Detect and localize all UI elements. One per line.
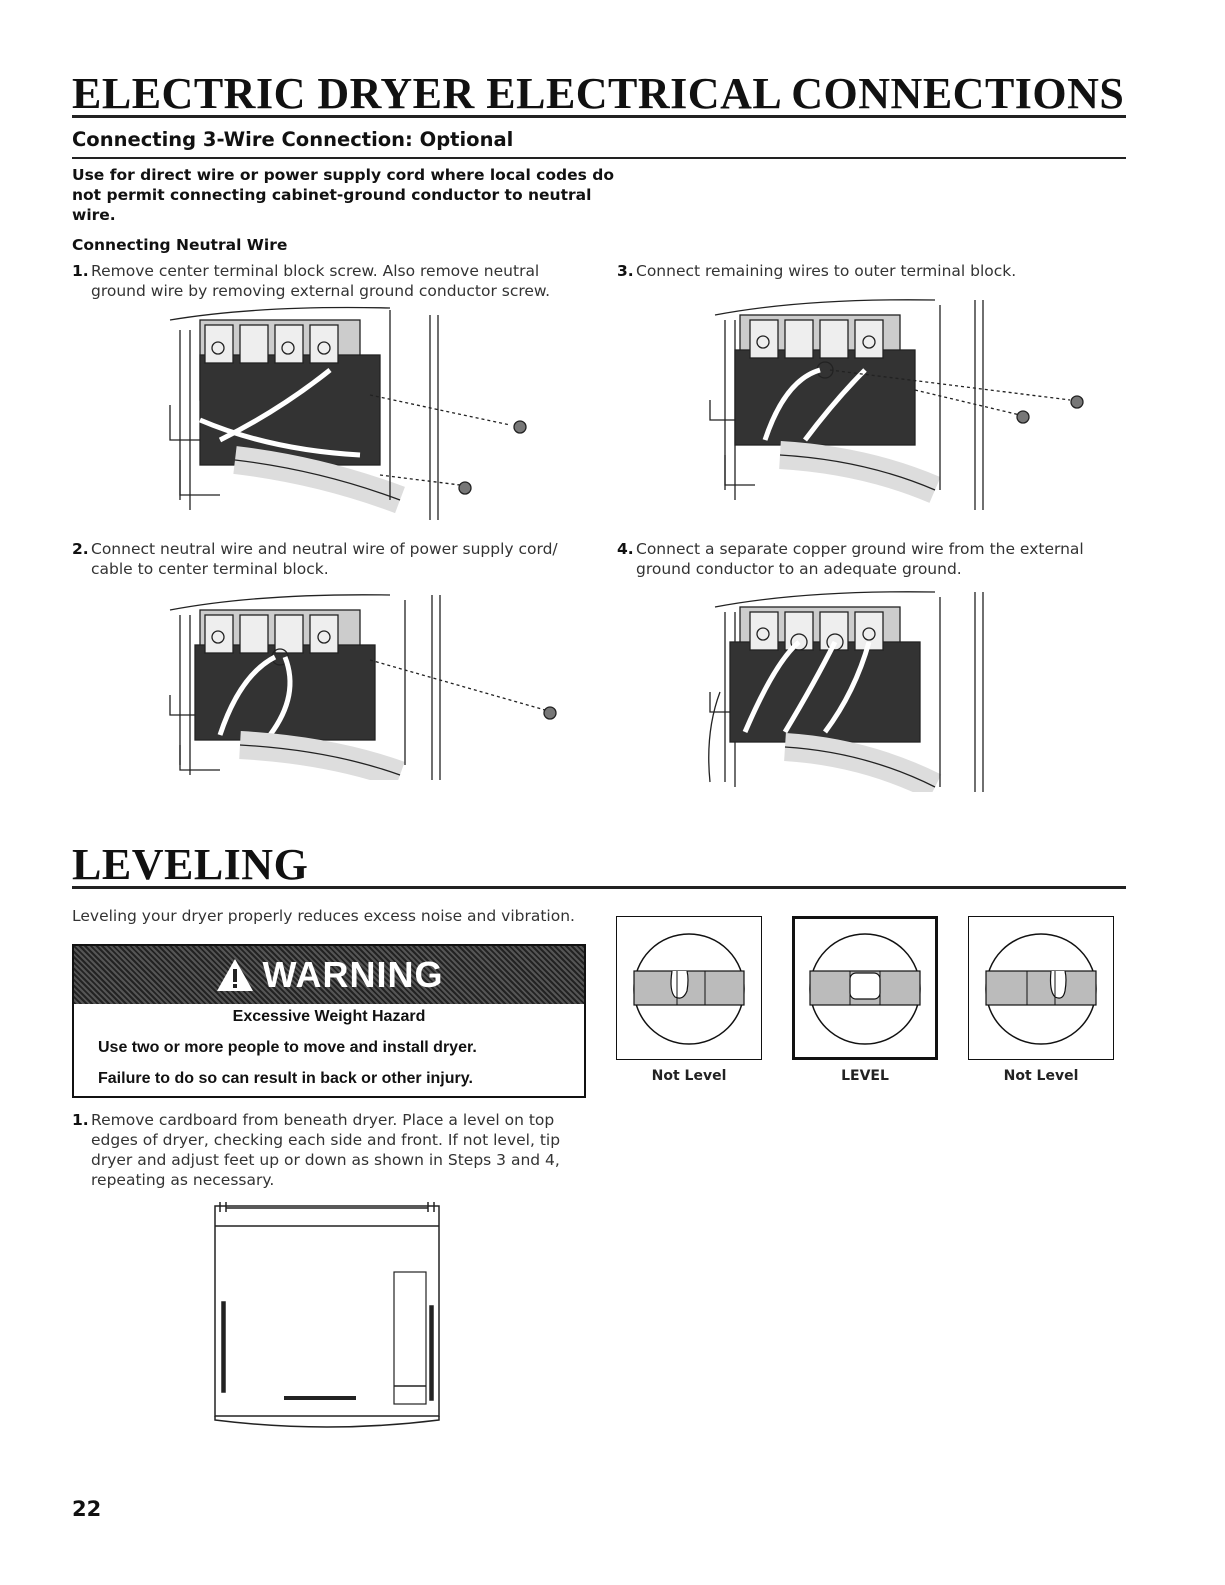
step-number: 3. — [617, 262, 634, 280]
level-caption-left: Not Level — [651, 1068, 727, 1084]
dryer-illustration — [214, 1202, 440, 1428]
terminal-block-illustration-step-1 — [169, 306, 527, 520]
section-title-leveling: LEVELING — [72, 840, 309, 889]
level-indicator-level — [792, 916, 938, 1060]
warning-title: WARNING — [262, 954, 444, 995]
section-subtitle: Connecting 3-Wire Connection: Optional — [72, 128, 514, 151]
terminal-block-illustration-step-2 — [169, 594, 557, 780]
level-caption-right: Not Level — [1003, 1068, 1079, 1084]
warning-hazard: Excessive Weight Hazard — [232, 1008, 426, 1025]
step-number: 1. — [72, 1111, 89, 1129]
warning-line-1: Use two or more people to move and insta… — [98, 1039, 477, 1056]
page-number: 22 — [72, 1497, 102, 1521]
step-text: Remove cardboard from beneath dryer. Pla… — [91, 1111, 561, 1189]
step-1: 1. Remove center terminal block screw. A… — [72, 261, 572, 301]
step-text: Connect remaining wires to outer termina… — [636, 262, 1017, 280]
step-4: 4. Connect a separate copper ground wire… — [617, 539, 1117, 579]
level-indicator-not-level-right — [968, 916, 1114, 1060]
subtitle-rule — [72, 157, 1126, 159]
title-rule — [72, 115, 1126, 118]
subheading-neutral-wire: Connecting Neutral Wire — [72, 236, 288, 254]
step-text: Connect neutral wire and neutral wire of… — [91, 540, 558, 578]
terminal-block-illustration-step-4 — [708, 591, 984, 792]
section-title-electrical-connections: ELECTRIC DRYER ELECTRICAL CONNECTIONS — [72, 69, 1125, 118]
warning-box: WARNING Excessive Weight Hazard Use two … — [72, 944, 586, 1098]
warning-triangle-icon — [216, 959, 253, 991]
level-caption-center: LEVEL — [841, 1068, 889, 1084]
leveling-step-1: 1. Remove cardboard from beneath dryer. … — [72, 1110, 592, 1190]
step-number: 1. — [72, 262, 89, 280]
step-number: 4. — [617, 540, 634, 558]
leveling-intro: Leveling your dryer properly reduces exc… — [72, 907, 575, 925]
level-indicator-not-level-left — [616, 916, 762, 1060]
step-2: 2. Connect neutral wire and neutral wire… — [72, 539, 572, 579]
leveling-title-rule — [72, 886, 1126, 889]
intro-text: Use for direct wire or power supply cord… — [72, 166, 614, 224]
warning-line-2: Failure to do so can result in back or o… — [98, 1070, 473, 1087]
step-text: Connect a separate copper ground wire fr… — [636, 540, 1084, 578]
warning-header: WARNING — [74, 946, 584, 1004]
step-3: 3. Connect remaining wires to outer term… — [617, 261, 1117, 281]
step-number: 2. — [72, 540, 89, 558]
terminal-block-illustration-step-3 — [709, 299, 1084, 510]
step-text: Remove center terminal block screw. Also… — [91, 262, 551, 300]
